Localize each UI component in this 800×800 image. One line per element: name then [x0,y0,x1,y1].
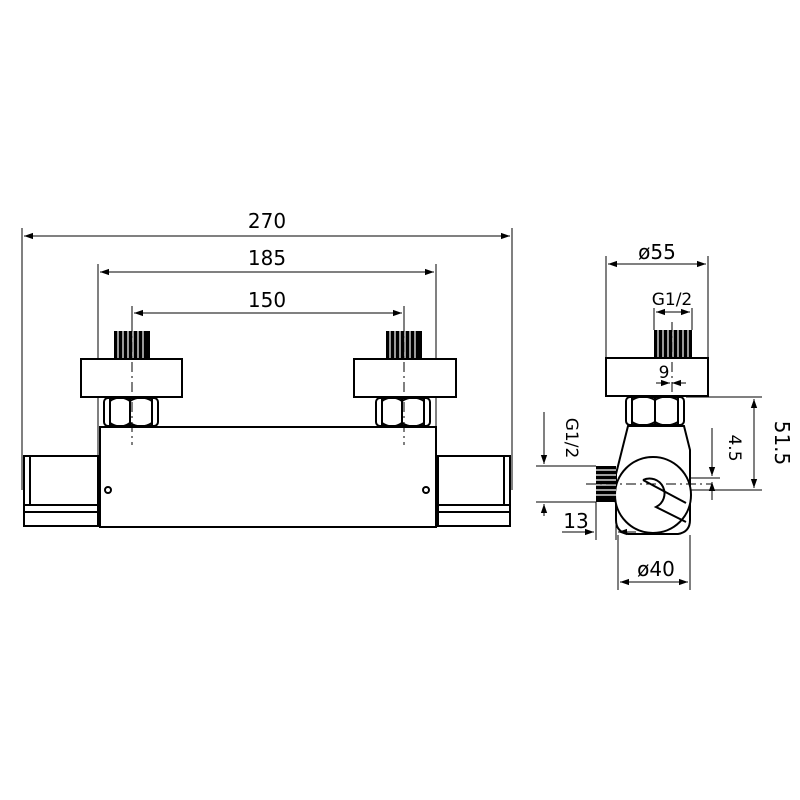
right-thread-connector [386,331,422,359]
dim-offset-small-label: 4.5 [724,434,744,461]
side-body-profile [614,425,692,535]
dimension-thread-offset: 9 [656,363,686,387]
right-flange [353,358,457,398]
dimension-side-thread: G1/2 [536,412,596,516]
dim-centers-label: 150 [248,288,286,312]
dim-bottom-diameter-label: ø40 [637,557,675,581]
dim-side-thread-label: G1/2 [561,418,581,459]
side-nut [625,395,685,427]
dim-height-label: 51.5 [770,421,794,466]
dimension-top-thread: G1/2 [652,290,693,330]
side-view: ø55 G1/2 9 [536,240,794,590]
dimension-offset-small: 4.5 [690,428,744,500]
side-top-thread [654,330,692,358]
dim-thread-offset-label: 9 [659,363,670,383]
dimension-bottom-diameter: ø40 [617,535,691,590]
left-handle [23,455,99,527]
dim-top-thread-label: G1/2 [652,290,693,310]
valve-body [99,426,437,528]
right-screw [422,486,430,494]
dim-body-label: 185 [248,246,286,270]
dimension-overall-width: 270 [21,209,513,490]
dimension-top-diameter: ø55 [605,240,709,360]
dim-overall-label: 270 [248,209,286,233]
left-nut [103,396,159,428]
dim-outlet-length-label: 13 [563,509,588,533]
dim-top-diameter-label: ø55 [638,240,676,264]
dimension-height: 51.5 [686,396,794,491]
right-handle [437,455,511,527]
dimension-center-distance: 150 [131,288,405,332]
right-nut [375,396,431,428]
dimension-body-width: 185 [97,246,437,455]
side-flange [605,357,709,397]
dimension-outlet-length: 13 [562,502,636,540]
left-screw [104,486,112,494]
front-view: 270 185 150 [21,209,513,528]
